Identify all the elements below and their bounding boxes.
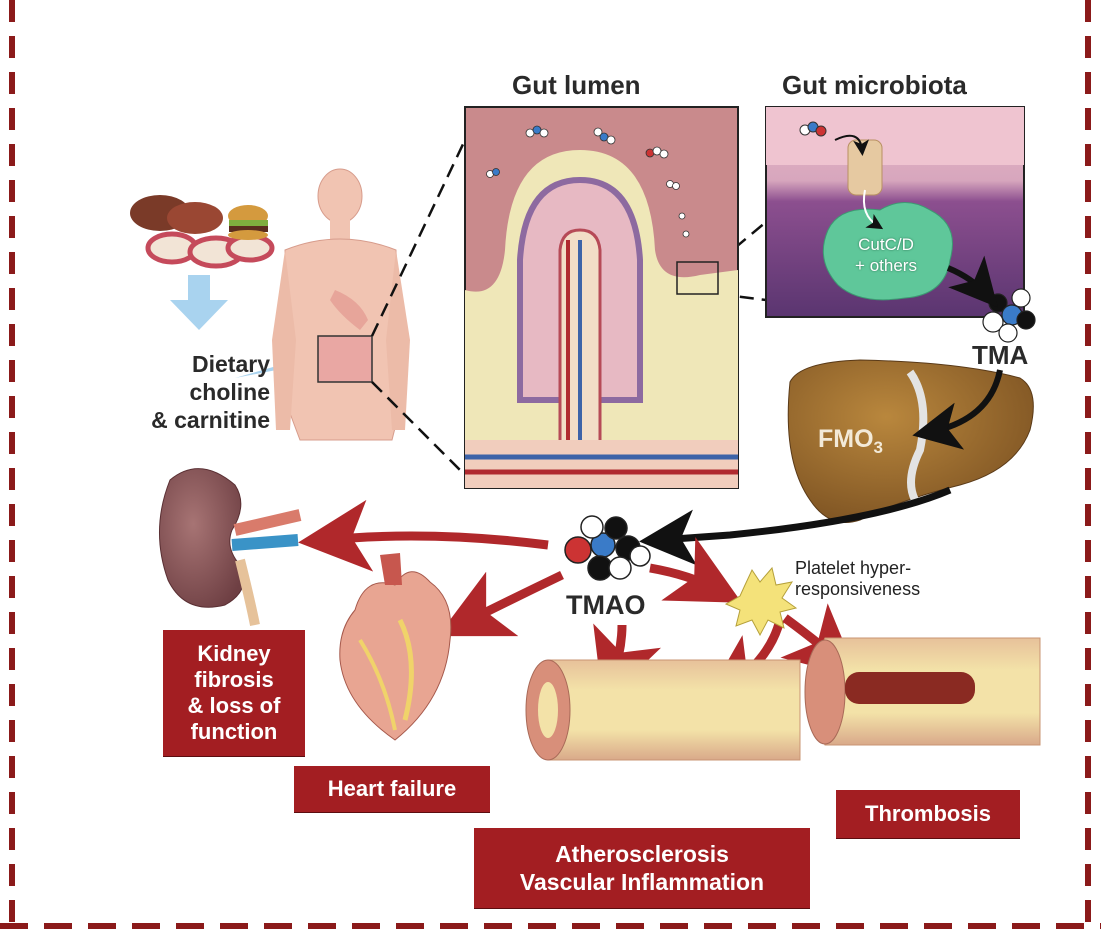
- outcome-kidney-line4: function: [191, 719, 278, 745]
- tmao-to-platelet-arrow: [650, 568, 718, 590]
- cutcd-label: CutC/D + others: [836, 234, 936, 276]
- diet-arrow: [170, 275, 228, 330]
- tmao-label: TMAO: [566, 590, 645, 621]
- molecule-icon: [565, 516, 650, 580]
- burger-icon: [228, 205, 268, 240]
- fmo3-sub: 3: [874, 438, 883, 457]
- outcome-athero-line2: Vascular Inflammation: [520, 868, 764, 896]
- artery-icon: [805, 638, 1040, 745]
- fmo3-label: FMO3: [818, 425, 883, 458]
- outcome-thrombosis-box: Thrombosis: [836, 790, 1020, 838]
- tma-label: TMA: [972, 340, 1028, 371]
- outcome-athero-line1: Atherosclerosis: [555, 840, 729, 868]
- heart-icon: [340, 553, 451, 740]
- outcome-athero-box: Atherosclerosis Vascular Inflammation: [474, 828, 810, 908]
- cutcd-label-line1: CutC/D: [836, 234, 936, 255]
- gut-lumen-heading: Gut lumen: [512, 70, 641, 101]
- artery-icon: [526, 660, 800, 760]
- diet-label-line1: Dietary: [128, 350, 270, 378]
- cutcd-label-line2: + others: [836, 255, 936, 276]
- platelet-label-line2: responsiveness: [795, 579, 920, 600]
- platelet-icon: [726, 568, 796, 635]
- zoom-line: [372, 140, 465, 336]
- outcome-kidney-line2: fibrosis: [194, 667, 273, 693]
- fmo3-main: FMO: [818, 425, 874, 453]
- tmao-to-heart-arrow: [462, 575, 562, 624]
- outcome-heart-box: Heart failure: [294, 766, 490, 812]
- outcome-kidney-line3: & loss of: [188, 693, 281, 719]
- gut-microbiota-panel: [766, 107, 1024, 317]
- diet-label-line3: & carnitine: [128, 406, 270, 434]
- platelet-label-line1: Platelet hyper-: [795, 558, 920, 579]
- kidney-icon: [159, 469, 300, 625]
- diet-label: Dietary choline & carnitine: [128, 350, 270, 434]
- tmao-to-kidney-arrow: [325, 536, 548, 545]
- gut-lumen-panel: [465, 107, 738, 488]
- gut-microbiota-heading: Gut microbiota: [782, 70, 967, 101]
- platelet-label: Platelet hyper- responsiveness: [795, 558, 920, 600]
- outcome-kidney-box: Kidney fibrosis & loss of function: [163, 630, 305, 756]
- outcome-kidney-line1: Kidney: [197, 641, 270, 667]
- diet-label-line2: choline: [128, 378, 270, 406]
